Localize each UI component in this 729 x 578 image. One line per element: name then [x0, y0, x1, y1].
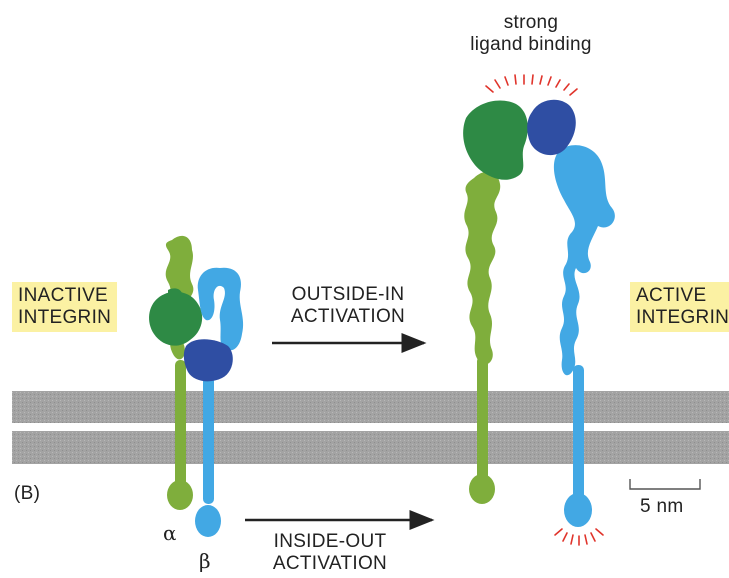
membrane-inner-leaflet: [12, 431, 729, 464]
outside-in-line-1: OUTSIDE-IN: [272, 284, 424, 306]
ligand-binding-label: strong ligand binding: [446, 12, 616, 56]
ligand-label-line-1: strong: [446, 12, 616, 34]
ligand-binding-rays: [486, 75, 577, 95]
inactive-integrin-label: INACTIVE INTEGRIN: [12, 282, 117, 332]
scale-bar-label: 5 nm: [640, 496, 683, 518]
inactive-label-line-1: INACTIVE: [18, 285, 111, 307]
inactive-label-line-2: INTEGRIN: [18, 307, 111, 329]
beta-subunit-label: β: [199, 550, 211, 572]
alpha-subunit-label: α: [163, 522, 177, 544]
inactive-integrin: [149, 236, 243, 537]
active-label-line-2: INTEGRIN: [636, 307, 729, 329]
active-integrin-label: ACTIVE INTEGRIN: [630, 282, 729, 332]
ligand-label-line-2: ligand binding: [446, 34, 616, 56]
inside-out-activation-label: INSIDE-OUT ACTIVATION: [246, 531, 414, 575]
outside-in-line-2: ACTIVATION: [272, 306, 424, 328]
active-label-line-1: ACTIVE: [636, 285, 729, 307]
inside-out-line-2: ACTIVATION: [246, 553, 414, 575]
panel-label: (B): [14, 483, 40, 505]
outside-in-activation-label: OUTSIDE-IN ACTIVATION: [272, 284, 424, 328]
inside-out-line-1: INSIDE-OUT: [246, 531, 414, 553]
membrane-outer-leaflet: [12, 391, 729, 423]
tail-activation-rays: [555, 529, 603, 545]
scale-bar: [630, 479, 700, 489]
